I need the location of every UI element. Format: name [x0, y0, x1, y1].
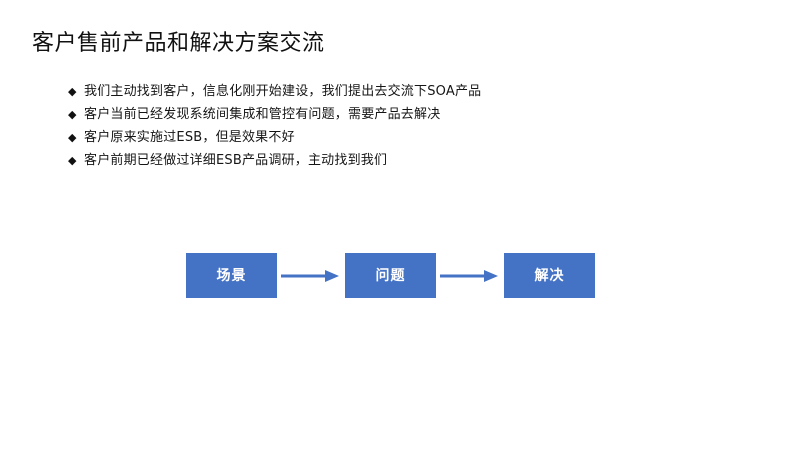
flow-step-problem: 问题: [345, 253, 436, 298]
bullet-list: ◆ 我们主动找到客户，信息化刚开始建设，我们提出去交流下SOA产品 ◆ 客户当前…: [68, 80, 728, 172]
flow-step-label: 问题: [375, 267, 406, 284]
diamond-bullet-icon: ◆: [68, 85, 77, 98]
list-item-label: 我们主动找到客户，信息化刚开始建设，我们提出去交流下SOA产品: [84, 84, 482, 99]
list-item-label: 客户原来实施过ESB，但是效果不好: [84, 130, 295, 145]
list-item: ◆ 客户当前已经发现系统间集成和管控有问题，需要产品去解决: [68, 103, 728, 126]
arrow-scene-to-problem-icon: [277, 253, 345, 298]
page-title: 客户售前产品和解决方案交流: [32, 31, 325, 56]
list-item: ◆ 客户原来实施过ESB，但是效果不好: [68, 126, 728, 149]
diamond-bullet-icon: ◆: [68, 131, 77, 144]
flow-step-label: 解决: [534, 267, 565, 284]
list-item-label: 客户前期已经做过详细ESB产品调研，主动找到我们: [84, 153, 388, 168]
list-item-label: 客户当前已经发现系统间集成和管控有问题，需要产品去解决: [84, 107, 441, 122]
list-item: ◆ 我们主动找到客户，信息化刚开始建设，我们提出去交流下SOA产品: [68, 80, 728, 103]
flow-step-label: 场景: [216, 267, 247, 284]
diamond-bullet-icon: ◆: [68, 108, 77, 121]
flow-diagram: 场景 问题 解决: [186, 253, 595, 298]
flow-step-scene: 场景: [186, 253, 277, 298]
diamond-bullet-icon: ◆: [68, 154, 77, 167]
list-item: ◆ 客户前期已经做过详细ESB产品调研，主动找到我们: [68, 149, 728, 172]
flow-step-solution: 解决: [504, 253, 595, 298]
arrow-problem-to-solution-icon: [436, 253, 504, 298]
